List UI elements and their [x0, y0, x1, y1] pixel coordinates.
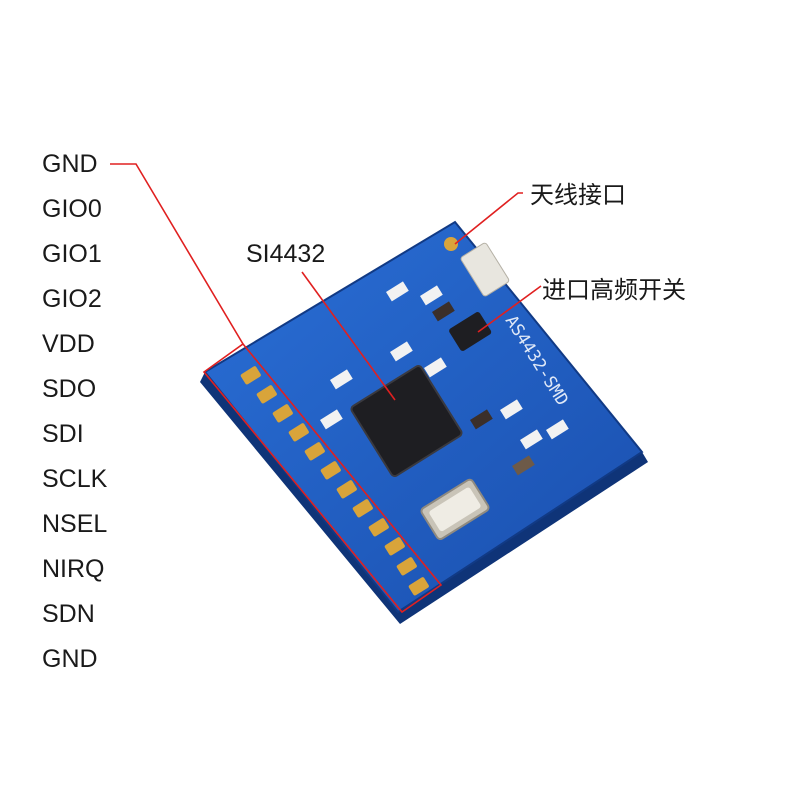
pad-9 [368, 518, 389, 537]
smd-part [386, 281, 409, 302]
smd-part [470, 409, 493, 430]
chip-callout-label: SI4432 [246, 240, 326, 268]
pin-label-vdd: VDD [42, 330, 95, 358]
pin-bracket [202, 342, 443, 614]
switch-leader-line [477, 285, 542, 333]
smd-part [520, 429, 543, 450]
smd-part [420, 285, 443, 306]
pad-10 [384, 537, 405, 556]
antenna-pad [444, 237, 458, 251]
pad-5 [304, 442, 325, 461]
pin-label-nsel: NSEL [42, 510, 108, 538]
smd-part [500, 399, 523, 420]
smd-part [432, 301, 455, 322]
pad-2 [256, 385, 277, 404]
pad-6 [320, 461, 341, 480]
pin-label-sclk: SCLK [42, 465, 108, 493]
pad-7 [336, 480, 357, 499]
chip-leader-line [301, 271, 396, 401]
antenna-connector [460, 242, 510, 297]
pin-label-gio0: GIO0 [42, 195, 102, 223]
crystal-top [429, 487, 481, 532]
pad-12 [408, 577, 429, 596]
pin-label-gio2: GIO2 [42, 285, 102, 313]
pad-8 [352, 499, 373, 518]
smd-part [390, 341, 413, 362]
pin-label-gnd-top: GND [42, 150, 98, 178]
smd-part [320, 409, 343, 430]
antenna-leader-line [454, 192, 523, 245]
smd-part [330, 369, 353, 390]
pin-label-sdn: SDN [42, 600, 95, 628]
passive-components [320, 281, 569, 476]
antenna-callout-label: 天线接口 [530, 181, 626, 209]
pin-label-gnd-bottom: GND [42, 645, 98, 673]
pin-callout-lines [110, 163, 542, 614]
pin-label-sdo: SDO [42, 375, 97, 403]
pin-label-gio1: GIO1 [42, 240, 102, 268]
gnd-leader-line [110, 163, 244, 345]
smd-part [546, 419, 569, 440]
smd-part [511, 455, 535, 476]
pin-label-nirq: NIRQ [42, 555, 105, 583]
pad-4 [288, 423, 309, 442]
smd-part [424, 357, 447, 378]
edge-pads [240, 366, 429, 596]
rf-switch-chip [449, 312, 492, 351]
pad-3 [272, 404, 293, 423]
pin-label-sdi: SDI [42, 420, 84, 448]
switch-callout-label: 进口高频开关 [542, 276, 686, 304]
pad-1 [240, 366, 261, 385]
pad-11 [396, 557, 417, 576]
